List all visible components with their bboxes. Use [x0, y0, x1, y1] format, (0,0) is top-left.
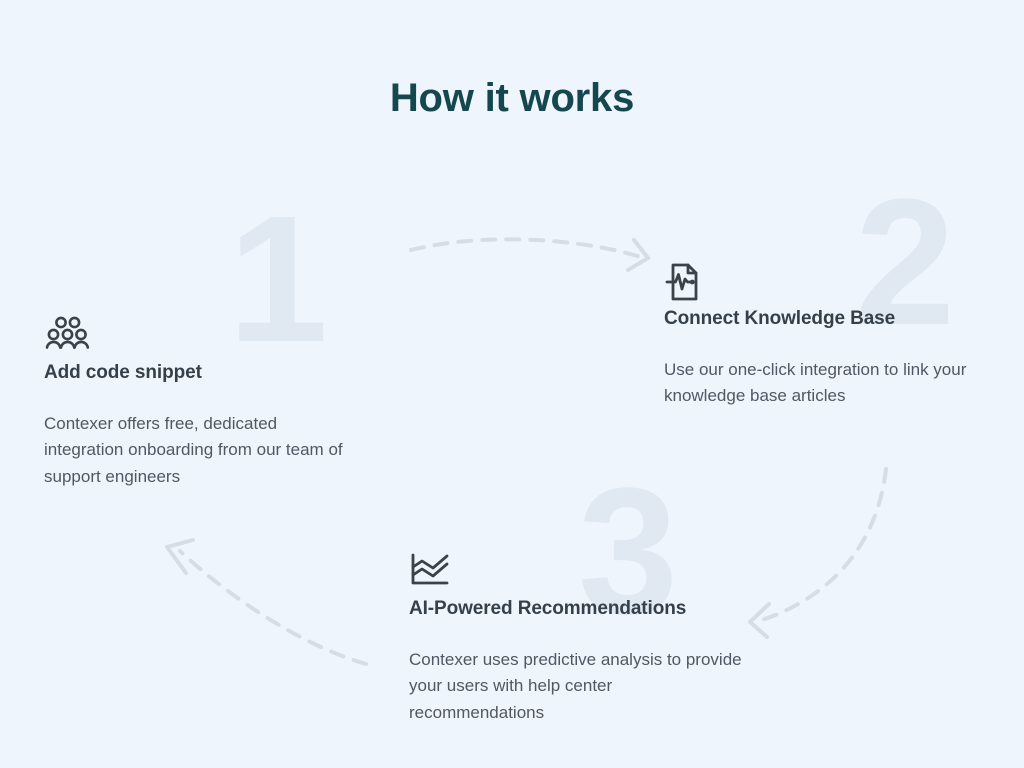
step-3-heading: AI-Powered Recommendations: [409, 598, 687, 619]
step-number-2-watermark: 2: [855, 162, 955, 363]
step-1-heading: Add code snippet: [44, 362, 202, 383]
arrow-step2-to-step3: [748, 467, 888, 639]
step-number-3-watermark: 3: [578, 451, 678, 652]
trend-chart-icon: [409, 552, 749, 586]
step-connect-knowledge-base: Connect Knowledge Base Use our one-click…: [664, 262, 1000, 410]
page-title: How it works: [389, 76, 635, 120]
arrow-step1-to-step2: [409, 237, 650, 272]
step-2-heading: Connect Knowledge Base: [664, 308, 896, 329]
step-add-code-snippet: Add code snippet Contexer offers free, d…: [44, 316, 350, 490]
document-pulse-icon: [664, 262, 1000, 301]
step-1-body: Contexer offers free, dedicated integrat…: [44, 413, 343, 486]
arrow-step3-to-step1: [165, 538, 368, 666]
step-ai-powered-recommendations: AI-Powered Recommendations Contexer uses…: [409, 552, 749, 726]
step-number-1-watermark: 1: [228, 179, 328, 380]
people-group-icon: [44, 316, 350, 350]
step-2-body: Use our one-click integration to link yo…: [664, 359, 967, 406]
step-3-body: Contexer uses predictive analysis to pro…: [409, 649, 742, 722]
